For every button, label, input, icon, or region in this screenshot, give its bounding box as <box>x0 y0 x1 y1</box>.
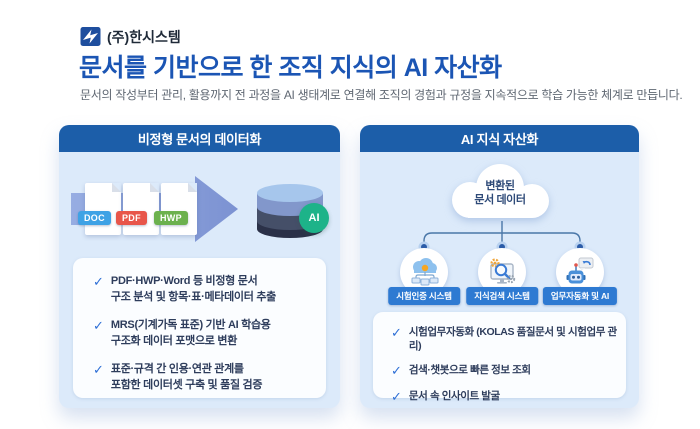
pdf-label: PDF <box>116 211 147 225</box>
check-line: 포함한 데이터셋 구축 및 품질 검증 <box>110 379 263 392</box>
check-line: 구조화 데이터 포맷으로 변환 <box>110 334 238 347</box>
list-item: ✓ 검색·챗봇으로 빠른 정보 조회 <box>391 363 618 379</box>
check-icon: ✓ <box>391 388 402 404</box>
pdf-fold-corner <box>150 183 159 192</box>
check-item-text: 표준·규격 간 인용·연관 관계를 포함한 데이터셋 구축 및 품질 검증 <box>110 362 263 393</box>
brand-logo-icon <box>80 27 101 46</box>
system-label: 지식검색 시스템 <box>466 287 538 305</box>
panel-document-dataization: 비정형 문서의 데이터화 DOC PDF HWP <box>59 125 340 408</box>
hwp-label: HWP <box>154 211 188 225</box>
list-item: ✓ MRS(기계가독 표준) 기반 AI 학습용 구조화 데이터 포맷으로 변환 <box>93 318 316 349</box>
check-icon: ✓ <box>93 274 104 289</box>
cloud-label-line2: 문서 데이터 <box>474 194 526 207</box>
check-item-text: PDF·HWP·Word 등 비정형 문서 구조 분석 및 항목·표·메타데이터… <box>111 274 276 305</box>
left-panel-title: 비정형 문서의 데이터화 <box>59 125 340 152</box>
ai-badge: AI <box>299 203 329 233</box>
left-checklist-card: ✓ PDF·HWP·Word 등 비정형 문서 구조 분석 및 항목·표·메타데… <box>73 258 326 398</box>
list-item: ✓ 시험업무자동화 (KOLAS 품질문서 및 시험업무 관리) <box>391 325 618 353</box>
list-item: ✓ PDF·HWP·Word 등 비정형 문서 구조 분석 및 항목·표·메타데… <box>93 274 316 305</box>
check-item-text: MRS(기계가독 표준) 기반 AI 학습용 구조화 데이터 포맷으로 변환 <box>111 318 271 349</box>
doc-fold-corner <box>112 183 121 192</box>
check-line: MRS(기계가독 표준) 기반 AI 학습용 <box>110 319 271 332</box>
check-line: PDF·HWP·Word 등 비정형 문서 <box>110 275 258 287</box>
check-icon: ✓ <box>93 362 104 378</box>
brand-name: (주)한시스템 <box>107 28 181 45</box>
check-line: 표준·규격 간 인용·연관 관계를 <box>110 363 244 376</box>
system-label: 업무자동화 및 AI <box>542 287 618 305</box>
check-icon: ✓ <box>391 363 402 379</box>
check-line: 구조 분석 및 항목·표·메타데이터 추출 <box>110 290 276 303</box>
list-item: ✓ 표준·규격 간 인용·연관 관계를 포함한 데이터셋 구축 및 품질 검증 <box>93 362 316 393</box>
check-icon: ✓ <box>391 325 402 340</box>
doc-label: DOC <box>78 211 111 225</box>
brand: (주)한시스템 <box>80 26 181 47</box>
hwp-file-icon: HWP <box>154 183 197 235</box>
check-item-text: 문서 속 인사이트 발굴 <box>408 389 500 402</box>
check-icon: ✓ <box>93 318 104 334</box>
hwp-fold-corner <box>188 183 197 192</box>
right-checklist-card: ✓ 시험업무자동화 (KOLAS 품질문서 및 시험업무 관리) ✓ 검색·챗봇… <box>373 312 626 404</box>
cloud-network-icon <box>411 258 439 286</box>
list-item: ✓ 문서 속 인사이트 발굴 <box>391 389 618 405</box>
check-item-text: 검색·챗봇으로 빠른 정보 조회 <box>408 364 531 377</box>
search-monitor-icon <box>490 258 516 284</box>
cloud-label: 변환된 문서 데이터 <box>440 179 560 208</box>
system-label: 시험인증 시스템 <box>388 287 460 305</box>
cloud-label-line1: 변환된 <box>485 180 515 192</box>
doc-file-icon: DOC <box>78 183 121 235</box>
pdf-file-icon: PDF <box>116 183 159 235</box>
page-title: 문서를 기반으로 한 조직 지식의 AI 자산화 <box>79 54 502 82</box>
page-subtitle: 문서의 작성부터 관리, 활용까지 전 과정을 AI 생태계로 연결해 조직의 … <box>80 88 683 102</box>
robot-icon <box>566 257 594 284</box>
right-panel-title: AI 지식 자산화 <box>360 125 639 152</box>
panel-ai-knowledge: AI 지식 자산화 변환된 문서 데이터 <box>360 125 639 408</box>
cloud-icon <box>452 164 549 218</box>
check-item-text: 시험업무자동화 (KOLAS 품질문서 및 시험업무 관리) <box>408 326 617 352</box>
